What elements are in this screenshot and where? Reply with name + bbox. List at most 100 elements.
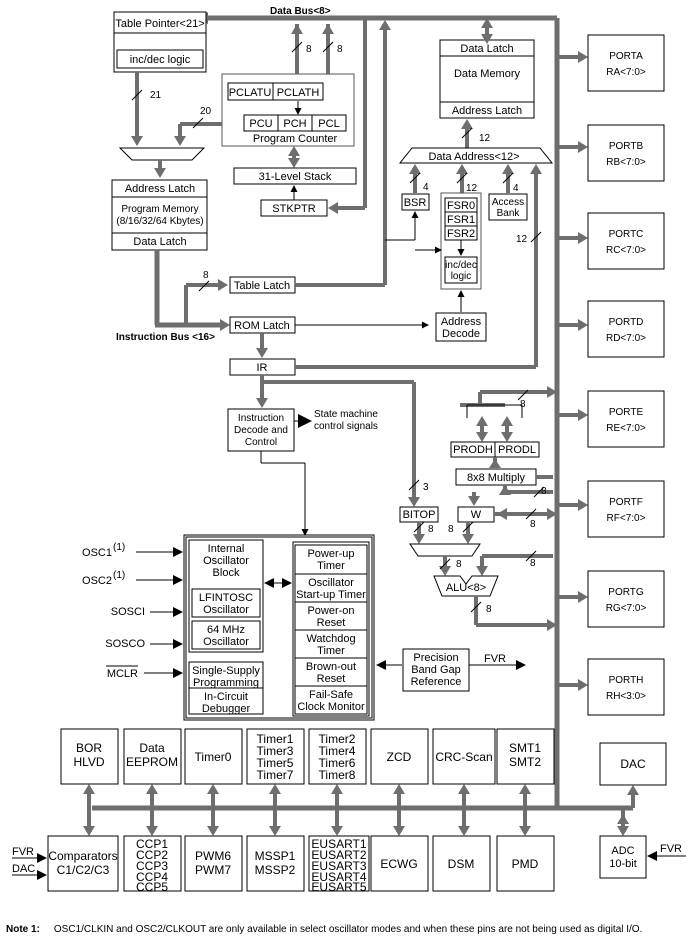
periph-dsm: DSM — [432, 835, 491, 892]
width-label: 8 — [530, 519, 536, 530]
program-memory-label: Program Memory — [121, 204, 198, 215]
mclr-pin: MCLR — [107, 668, 138, 680]
fsr-incdec-label: inc/dec — [445, 260, 477, 271]
mhz64-label: Oscillator — [203, 636, 249, 648]
periph-eusart: EUSART1 EUSART2 EUSART3 EUSART4 EUSART5 — [308, 835, 370, 894]
periph-line: Timer1 — [257, 732, 294, 746]
adc-input: FVR — [647, 843, 686, 861]
port-name: PORTG — [608, 587, 644, 598]
address-decode-block: Address Decode — [435, 312, 487, 342]
periph-pmd: PMD — [496, 835, 555, 892]
dac-label: DAC — [620, 757, 646, 771]
periph-line: PMD — [512, 857, 539, 871]
bsr-block: BSR — [401, 193, 430, 211]
periph-line: EUSART4 — [311, 870, 366, 884]
fsr-incdec-label: logic — [451, 271, 472, 282]
lfintosc-label: LFINTOSC — [199, 592, 253, 604]
periph-line: EUSART2 — [311, 848, 366, 862]
periph-line: C1/C2/C3 — [57, 863, 110, 877]
port-c: PORTC RC<7:0> — [587, 212, 665, 270]
width-label: 21 — [150, 90, 162, 101]
fsr2-label: FSR2 — [447, 228, 475, 240]
address-mux — [118, 147, 206, 161]
stack-block: 31-Level Stack — [233, 167, 357, 185]
poweron-label: Power-on — [307, 605, 354, 617]
prodl-label: PRODL — [498, 444, 536, 456]
failsafe-label: Clock Monitor — [297, 701, 365, 713]
alu-mux — [409, 543, 481, 557]
powerup-label: Timer — [317, 560, 345, 572]
address-decode-label: Address — [441, 316, 482, 328]
ssp-label: Single-Supply — [192, 665, 260, 677]
port-f: PORTF RF<7:0> — [587, 480, 665, 538]
powerup-label: Power-up — [307, 548, 354, 560]
fsr0-label: FSR0 — [447, 200, 475, 212]
port-name: PORTF — [609, 497, 643, 508]
periph-ccp: CCP1 CCP2 CCP3 CCP4 CCP5 — [123, 835, 182, 894]
lfintosc-label: Oscillator — [203, 604, 249, 616]
bandgap-label: Band Gap — [411, 664, 461, 676]
port-pins: RA<7:0> — [606, 67, 646, 78]
port-pins: RC<7:0> — [606, 245, 646, 256]
reset-timer-column: Power-up Timer Oscillator Start-up Timer… — [292, 541, 370, 717]
footnote-label: Note 1: — [6, 924, 40, 935]
periph-line: Timer7 — [257, 768, 294, 782]
prodh-label: PRODH — [453, 444, 493, 456]
width-label: 20 — [200, 106, 212, 117]
adc-label: ADC — [611, 845, 634, 857]
pclath-label: PCLATH — [277, 87, 320, 99]
port-bus-links — [557, 51, 588, 691]
watchdog-label: Timer — [317, 645, 345, 657]
table-latch-block: Table Latch — [229, 276, 296, 294]
osc2-pin: OSC2 — [82, 575, 112, 587]
sosci-pin: SOSCI — [111, 606, 145, 618]
prod-registers: PRODH PRODL — [450, 441, 540, 458]
periph-line: BOR — [76, 741, 102, 755]
mhz64-label: 64 MHz — [207, 624, 245, 636]
width-label: 4 — [423, 182, 429, 193]
program-memory-block: Address Latch Program Memory (8/16/32/64… — [111, 179, 208, 251]
periph-line: Timer0 — [195, 750, 232, 764]
data-memory-label: Data Memory — [454, 68, 521, 80]
pcu-label: PCU — [249, 118, 272, 130]
data-address-label: Data Address<12> — [428, 151, 519, 163]
periph-line: Timer4 — [319, 744, 356, 758]
icd-label: In-Circuit — [204, 691, 248, 703]
fvr-output-label: FVR — [484, 653, 506, 665]
port-pins: RD<7:0> — [606, 333, 646, 344]
width-label: 4 — [513, 183, 519, 194]
periph-line: CCP4 — [136, 870, 168, 884]
width-label: 12 — [466, 183, 478, 194]
periph-line: EUSART5 — [311, 880, 366, 894]
state-machine-label: State machine — [314, 409, 378, 420]
width-label: 12 — [516, 234, 528, 245]
port-name: PORTC — [609, 229, 644, 240]
periph-line: CCP3 — [136, 859, 168, 873]
port-g: PORTG RG<7:0> — [587, 570, 665, 628]
iosc-line: Oscillator — [203, 555, 249, 567]
bitop-label: BITOP — [403, 509, 436, 521]
port-e: PORTE RE<7:0> — [587, 390, 665, 448]
brownout-label: Brown-out — [306, 661, 356, 673]
bitop-block: BITOP — [399, 506, 439, 523]
periph-zcd: ZCD — [370, 728, 429, 785]
data-bus-label: Data Bus<8> — [270, 6, 331, 17]
adc-label: 10-bit — [609, 858, 637, 870]
periph-line: SMT2 — [509, 755, 541, 769]
address-decode-label: Decode — [442, 328, 480, 340]
comp-dac-label: DAC — [12, 863, 35, 875]
bandgap-block: Precision Band Gap Reference — [402, 648, 470, 692]
icd-label: Debugger — [202, 703, 251, 715]
periph-line: ZCD — [387, 750, 412, 764]
sosco-pin: SOSCO — [105, 638, 145, 650]
periph-mssp: MSSP1 MSSP2 — [246, 835, 305, 892]
watchdog-label: Watchdog — [306, 633, 355, 645]
multiply-label: 8x8 Multiply — [467, 472, 526, 484]
periph-line: PWM6 — [195, 849, 231, 863]
width-label: 8 — [306, 44, 312, 55]
periph-timer1357: Timer1 Timer3 Timer5 Timer7 — [246, 728, 305, 785]
poweron-label: Reset — [317, 617, 346, 629]
port-a: PORTA RA<7:0> — [587, 34, 665, 92]
periph-timer2468: Timer2 Timer4 Timer6 Timer8 — [308, 728, 367, 785]
